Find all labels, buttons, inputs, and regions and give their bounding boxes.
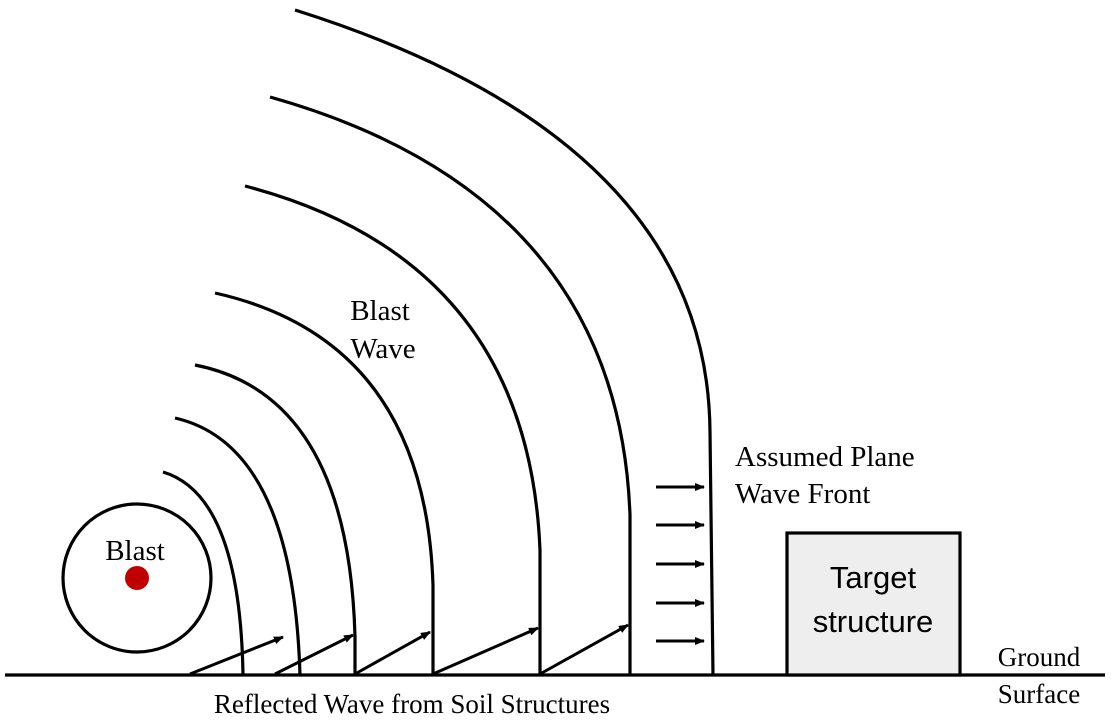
blast-label: Blast bbox=[105, 535, 165, 567]
blast-charge-circle bbox=[61, 502, 213, 654]
wave-front-3 bbox=[194, 363, 357, 675]
ground-label-line1: Ground bbox=[998, 642, 1081, 672]
reflected-arrow-5 bbox=[539, 623, 629, 676]
wave-front-5 bbox=[244, 184, 542, 675]
target-label-line1: Target bbox=[830, 560, 917, 595]
wave-front-1 bbox=[162, 470, 245, 676]
blast-wave-label-line1: Blast bbox=[350, 295, 410, 327]
reflected-wave-label: Reflected Wave from Soil Structures bbox=[214, 689, 610, 719]
wave-front-2 bbox=[174, 416, 302, 676]
blast-wave-label-line2: Wave bbox=[350, 333, 415, 365]
ground-label-line2: Surface bbox=[998, 679, 1080, 709]
reflected-arrow-2 bbox=[274, 633, 354, 676]
reflected-arrow-4 bbox=[432, 626, 539, 676]
reflected-wave-arrows bbox=[189, 623, 629, 676]
reflected-arrow-3 bbox=[354, 630, 431, 676]
target-structure-box bbox=[785, 531, 962, 677]
reflected-arrow-1 bbox=[189, 635, 284, 676]
wave-front-4 bbox=[214, 291, 435, 675]
blast-point bbox=[125, 566, 149, 590]
plane-front-label-line1: Assumed Plane bbox=[735, 441, 915, 473]
plane-wave-arrows bbox=[656, 483, 705, 645]
wave-front-7 bbox=[294, 8, 715, 676]
wave-front-6 bbox=[269, 95, 632, 675]
target-label-line2: structure bbox=[813, 604, 934, 639]
plane-front-label-line2: Wave Front bbox=[735, 478, 870, 510]
blast-wave-fronts bbox=[162, 8, 715, 676]
